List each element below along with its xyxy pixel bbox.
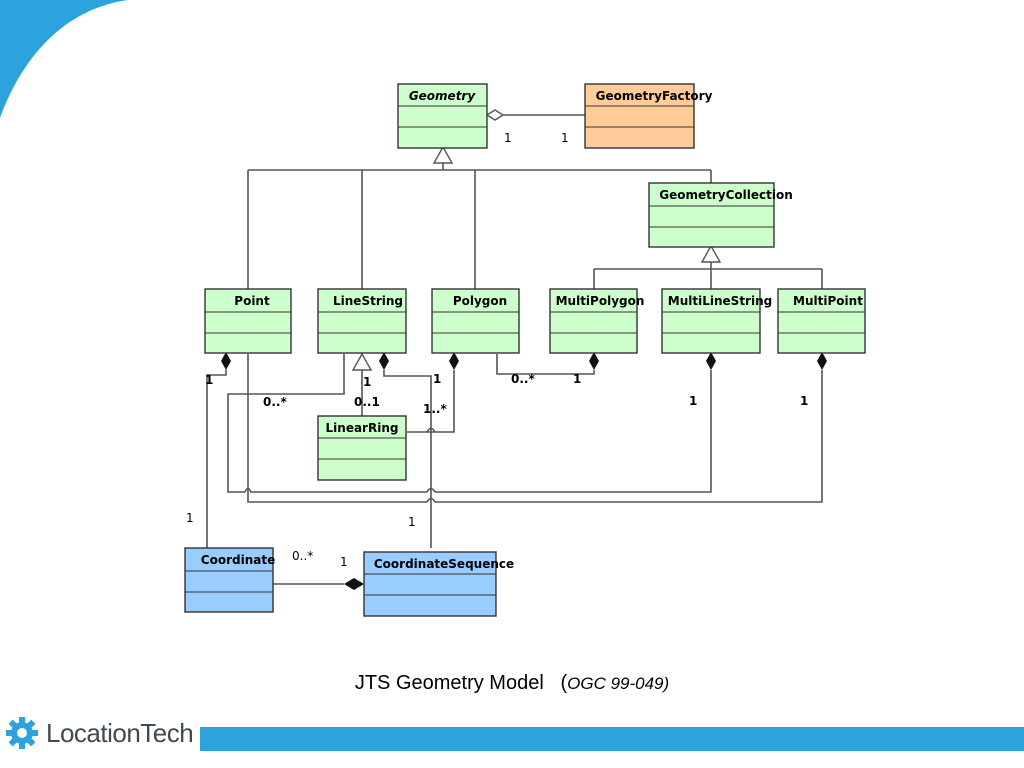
class-line-string-label: LineString: [333, 294, 403, 308]
edge-polygon-ring: [407, 370, 455, 433]
diagram-caption: JTS Geometry Model (OGC 99-049): [0, 672, 1024, 695]
mult-coordinate-point: 1: [186, 511, 194, 525]
edge-multipoint-bus: [247, 354, 823, 503]
class-multi-line-string: MultiLineString: [661, 288, 772, 354]
mult-polygon-multi-left: 0..*: [511, 372, 535, 386]
class-point: Point: [204, 288, 292, 354]
class-linear-ring: LinearRing: [317, 415, 407, 481]
class-polygon: Polygon: [431, 288, 520, 354]
mult-point: 1: [205, 373, 213, 387]
class-multi-line-string-label: MultiLineString: [668, 294, 772, 308]
generalization-arrow-geometry: [432, 145, 454, 164]
edge-multilinestring-bus: [250, 370, 712, 493]
logo-text: LocationTech: [46, 717, 194, 748]
mult-ring-ls: 0..1: [354, 395, 380, 409]
edge-hop-4: [426, 427, 436, 433]
class-coordinate-sequence-label: CoordinateSequence: [374, 557, 514, 571]
class-polygon-label: Polygon: [453, 294, 507, 308]
mult-multilinestring: 1: [689, 394, 697, 408]
edge-linestring-sequence: [383, 370, 432, 548]
edge-hop-3: [426, 497, 436, 503]
mult-multipoint: 1: [800, 394, 808, 408]
composition-diamond-polygon: [449, 352, 459, 370]
class-geometry-factory-label: GeometryFactory: [596, 89, 713, 103]
mult-coordinate-many: 0..*: [292, 549, 313, 563]
class-geometry-collection: GeometryCollection: [648, 182, 793, 248]
class-geometry-label: Geometry: [409, 89, 477, 103]
class-multi-point: MultiPoint: [777, 288, 866, 354]
mult-polygon-top: 1: [433, 372, 441, 386]
mult-factory-right: 1: [561, 131, 569, 145]
edge-linestring-bus: [227, 354, 345, 493]
class-linear-ring-label: LinearRing: [326, 421, 399, 435]
class-coordinate-label: Coordinate: [201, 553, 275, 567]
class-geometry: Geometry: [397, 83, 488, 149]
caption-title: JTS Geometry Model: [354, 672, 544, 694]
caption-reference: OGC 99-049): [567, 674, 670, 693]
class-multi-point-label: MultiPoint: [793, 294, 863, 308]
mult-sequence-one: 1: [340, 555, 348, 569]
composition-diamond-multipolygon: [589, 352, 599, 370]
mult-sequence-top: 1: [408, 515, 416, 529]
composition-diamond-point: [221, 352, 231, 370]
class-coordinate: Coordinate: [184, 547, 275, 613]
composition-diamond-multilinestring: [706, 352, 716, 370]
edge-hop-1: [244, 487, 252, 493]
gear-icon: [6, 717, 38, 749]
mult-polygon-multi-right: 1: [573, 372, 581, 386]
class-point-label: Point: [234, 294, 270, 308]
mult-linestring-many: 0..*: [263, 395, 287, 409]
mult-factory-left: 1: [504, 131, 512, 145]
footer-bar: [200, 727, 1024, 751]
class-geometry-collection-label: GeometryCollection: [659, 188, 793, 202]
locationtech-logo: LocationTech: [4, 714, 194, 752]
class-multi-polygon-label: MultiPolygon: [556, 294, 645, 308]
caption-open-paren: (: [560, 672, 568, 694]
class-line-string: LineString: [317, 288, 407, 354]
aggregation-diamond: [485, 109, 505, 121]
composition-diamond-linestring: [379, 352, 389, 370]
edge-hop-2: [426, 487, 436, 493]
mult-polygon-ring: 1..*: [423, 402, 447, 416]
corner-arc-decoration: [0, 0, 128, 118]
class-multi-polygon: MultiPolygon: [549, 288, 645, 354]
class-geometry-factory: GeometryFactory: [584, 83, 713, 149]
mult-linestring-ring: 1: [363, 375, 371, 389]
uml-diagram: Geometry GeometryFactory GeometryCollect…: [184, 83, 866, 617]
composition-diamond-coordsequence: [344, 578, 364, 590]
edge-polygon-multipolygon: [496, 354, 595, 375]
composition-diamond-multipoint: [817, 352, 827, 370]
generalization-arrow-linestring: [351, 352, 373, 371]
generalization-arrow-collection: [700, 244, 722, 263]
class-coordinate-sequence: CoordinateSequence: [363, 551, 514, 617]
edge-point-coordinate: [206, 370, 227, 548]
